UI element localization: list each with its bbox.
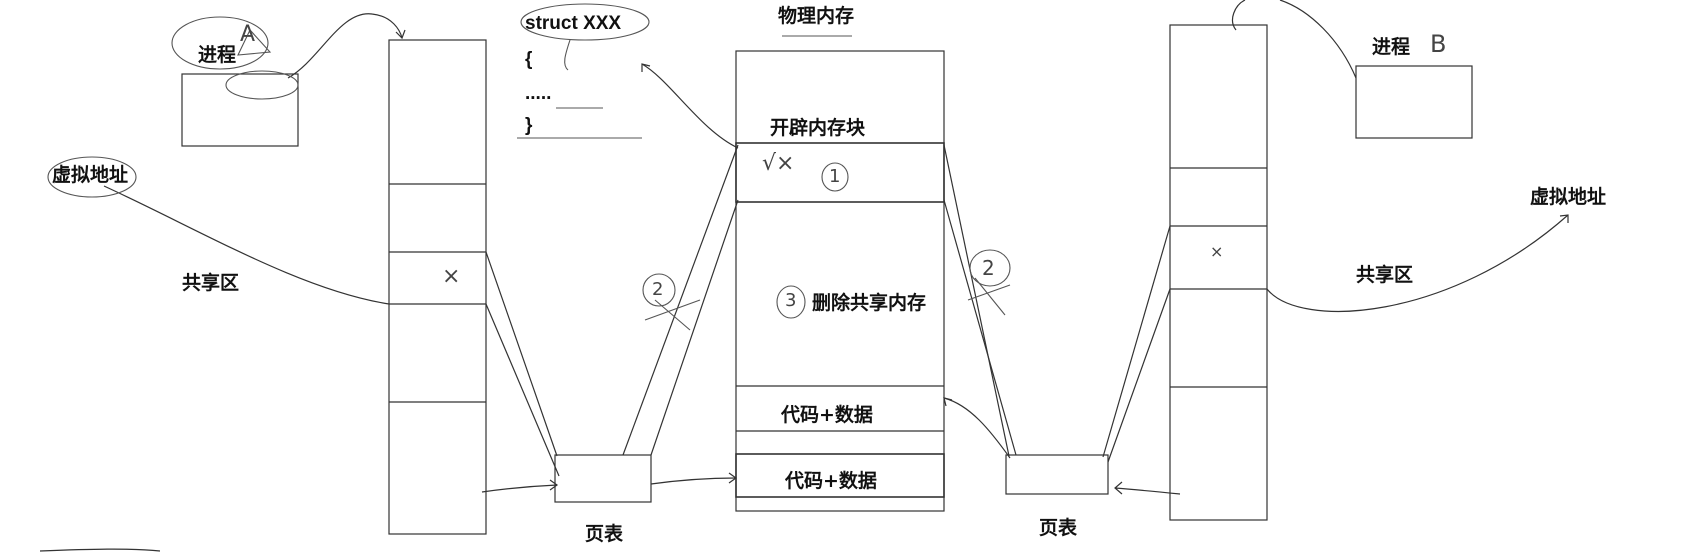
code-data-block [735,453,945,498]
step2-circle-right [969,249,1011,287]
step1-circle [821,162,849,192]
page-table-left-box [554,454,652,503]
struct-line3: ..... [525,83,552,104]
check-mark: √× [762,151,795,176]
step2-circle-left [642,273,676,307]
virtual-space-right [1169,24,1268,521]
step2-number-left: 2 [652,279,664,300]
page-table-right-box [1005,454,1109,495]
struct-circle [520,3,650,41]
process-a-label: 进程 [198,44,237,66]
virtual-address-left: 虚拟地址 [52,164,129,186]
process-a-box [181,73,299,147]
physical-memory-box [735,50,945,512]
shared-region-left: 共享区 [182,272,240,294]
alloc-block-label: 开辟内存块 [770,117,866,139]
struct-line2: { [525,49,533,70]
physical-memory-title: 物理内存 [778,5,855,27]
process-b-mark: B [1430,30,1447,58]
process-b-box [1355,65,1473,139]
step2-number-right: 2 [982,256,995,280]
delete-shared-label: 删除共享内存 [812,292,927,314]
virtual-space-left [388,39,487,535]
virtual-address-circle-left [47,156,137,198]
page-table-right-label: 页表 [1039,517,1078,539]
shared-region-right: 共享区 [1356,264,1414,286]
x-mark-left: × [442,264,461,289]
code-data-label-2: 代码+数据 [785,470,877,492]
code-data-label-1: 代码+数据 [781,404,873,426]
x-mark-right: × [1210,242,1224,261]
shared-memory-block [735,142,945,203]
virtual-address-right: 虚拟地址 [1530,186,1607,208]
struct-line1: struct XXX [525,13,622,34]
step1-number: 1 [829,166,841,187]
process-a-circle [171,16,269,70]
step3-number: 3 [785,290,797,311]
struct-line4: } [525,115,533,136]
page-table-left-label: 页表 [585,523,624,545]
step3-circle [776,285,806,319]
process-b-label: 进程 [1372,36,1411,58]
process-a-mark: A [240,22,256,47]
